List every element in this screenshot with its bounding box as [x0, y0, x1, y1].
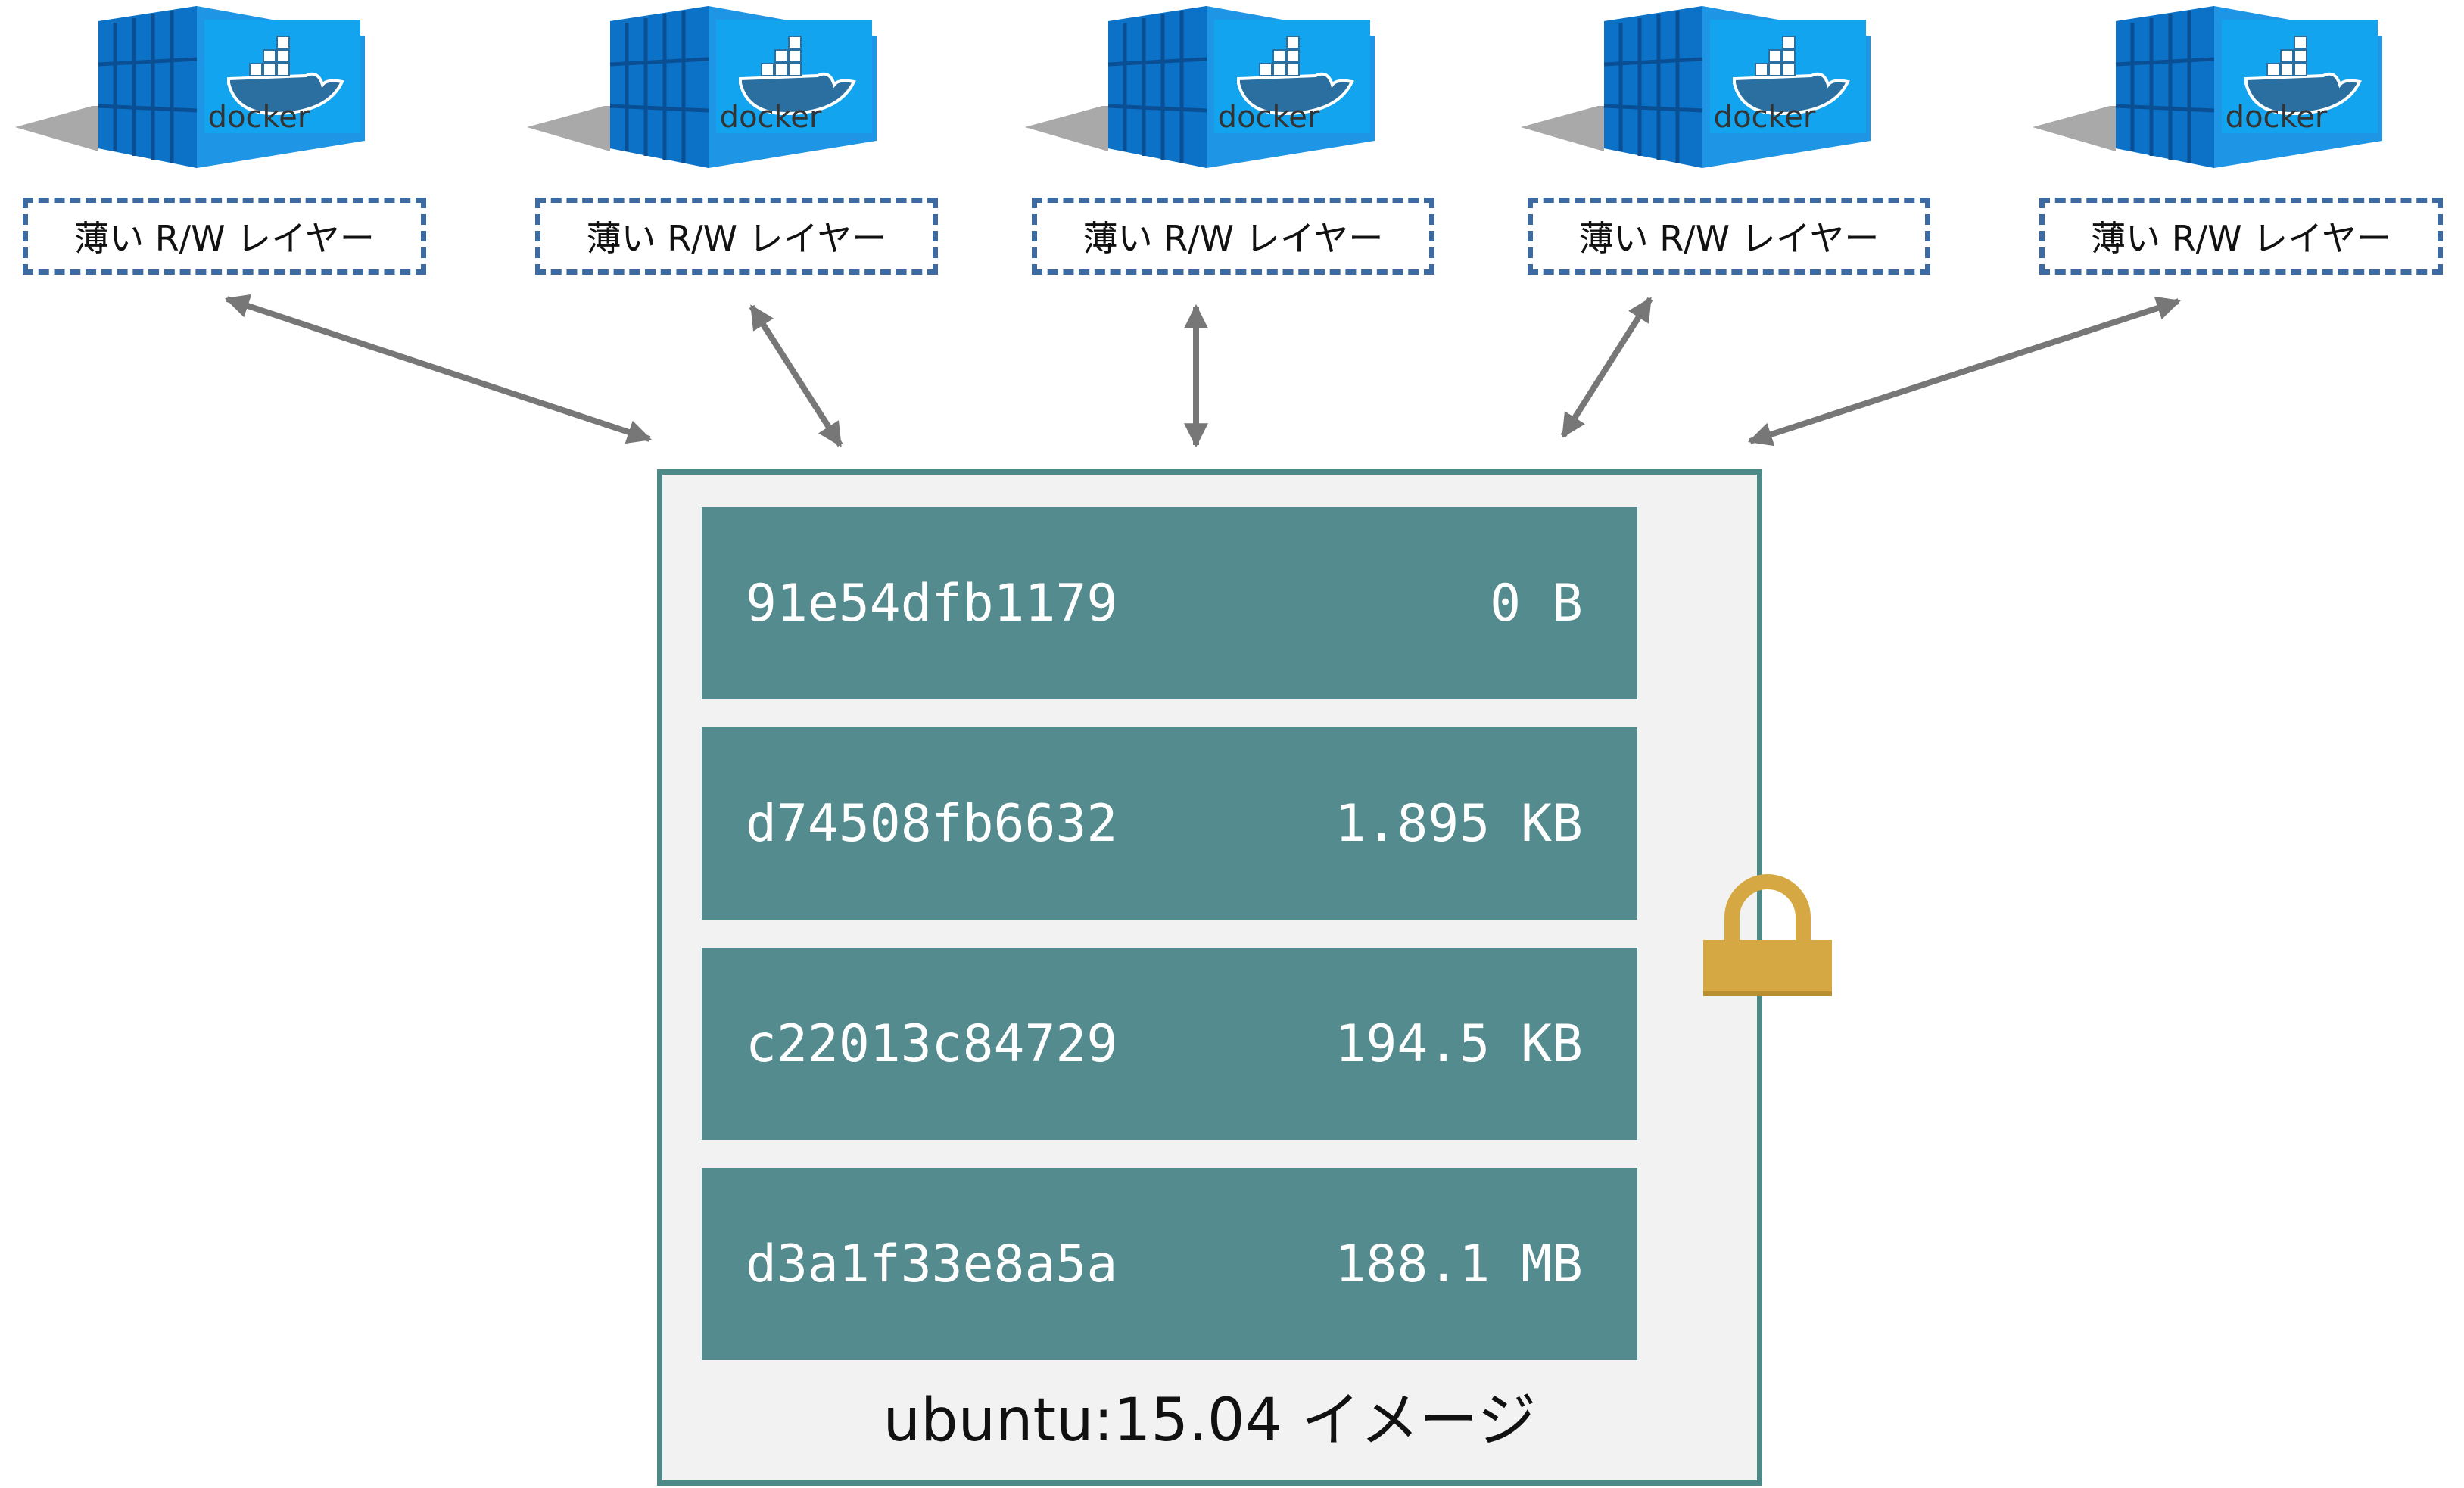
docker-container-icon: docker [527, 6, 877, 168]
arrow-4 [1560, 297, 1653, 438]
arrow-5 [1747, 296, 2182, 447]
image-layer-2: d74508fb6632 1.895 KB [702, 727, 1637, 920]
image-layer-3: c22013c84729 194.5 KB [702, 948, 1637, 1140]
layer-size: 188.1 MB [1335, 1234, 1583, 1294]
docker-logo-text: docker [2226, 100, 2328, 135]
container-unit-5: docker [2026, 0, 2450, 288]
rw-layer-label: 薄い R/W レイヤー [74, 218, 375, 259]
docker-logo-text: docker [1714, 100, 1816, 135]
docker-logo-text: docker [1218, 100, 1320, 135]
arrow-1 [224, 294, 653, 444]
rw-layer-label: 薄い R/W レイヤー [2091, 218, 2391, 259]
docker-container-icon: docker [1025, 6, 1375, 168]
rw-layer-label: 薄い R/W レイヤー [586, 218, 887, 259]
layer-id: 91e54dfb1179 [746, 573, 1118, 633]
rw-layer-box-2: 薄い R/W レイヤー [535, 198, 938, 275]
image-layer-4: d3a1f33e8a5a 188.1 MB [702, 1168, 1637, 1360]
container-unit-3: docker [1019, 0, 1443, 288]
docker-logo-text: docker [720, 100, 822, 135]
rw-layer-label: 薄い R/W レイヤー [1578, 218, 1880, 259]
layer-id: d74508fb6632 [746, 793, 1118, 854]
rw-layer-box-4: 薄い R/W レイヤー [1528, 198, 1930, 275]
container-unit-4: docker [1515, 0, 1939, 288]
container-unit-1: docker [9, 0, 433, 288]
image-caption: ubuntu:15.04 イメージ [883, 1387, 1537, 1455]
layer-id: d3a1f33e8a5a [746, 1234, 1118, 1294]
arrow-2 [749, 304, 843, 447]
docker-container-icon: docker [2033, 6, 2382, 168]
docker-container-icon: docker [1521, 6, 1871, 168]
container-unit-2: docker [521, 0, 945, 288]
layer-size: 0 B [1490, 573, 1583, 633]
image-layer-1: 91e54dfb1179 0 B [702, 507, 1637, 699]
docker-logo-text: docker [208, 100, 310, 135]
lock-icon [1703, 874, 1832, 996]
rw-layer-box-3: 薄い R/W レイヤー [1032, 198, 1434, 275]
layer-id: c22013c84729 [746, 1013, 1118, 1074]
layer-size: 1.895 KB [1335, 793, 1583, 854]
rw-layer-label: 薄い R/W レイヤー [1082, 218, 1384, 259]
image-frame: 91e54dfb1179 0 B d74508fb6632 1.895 KB c… [657, 469, 1762, 1486]
rw-layer-box-1: 薄い R/W レイヤー [23, 198, 426, 275]
rw-layer-box-5: 薄い R/W レイヤー [2039, 198, 2443, 275]
layer-size: 194.5 KB [1335, 1013, 1583, 1074]
docker-container-icon: docker [15, 6, 365, 168]
